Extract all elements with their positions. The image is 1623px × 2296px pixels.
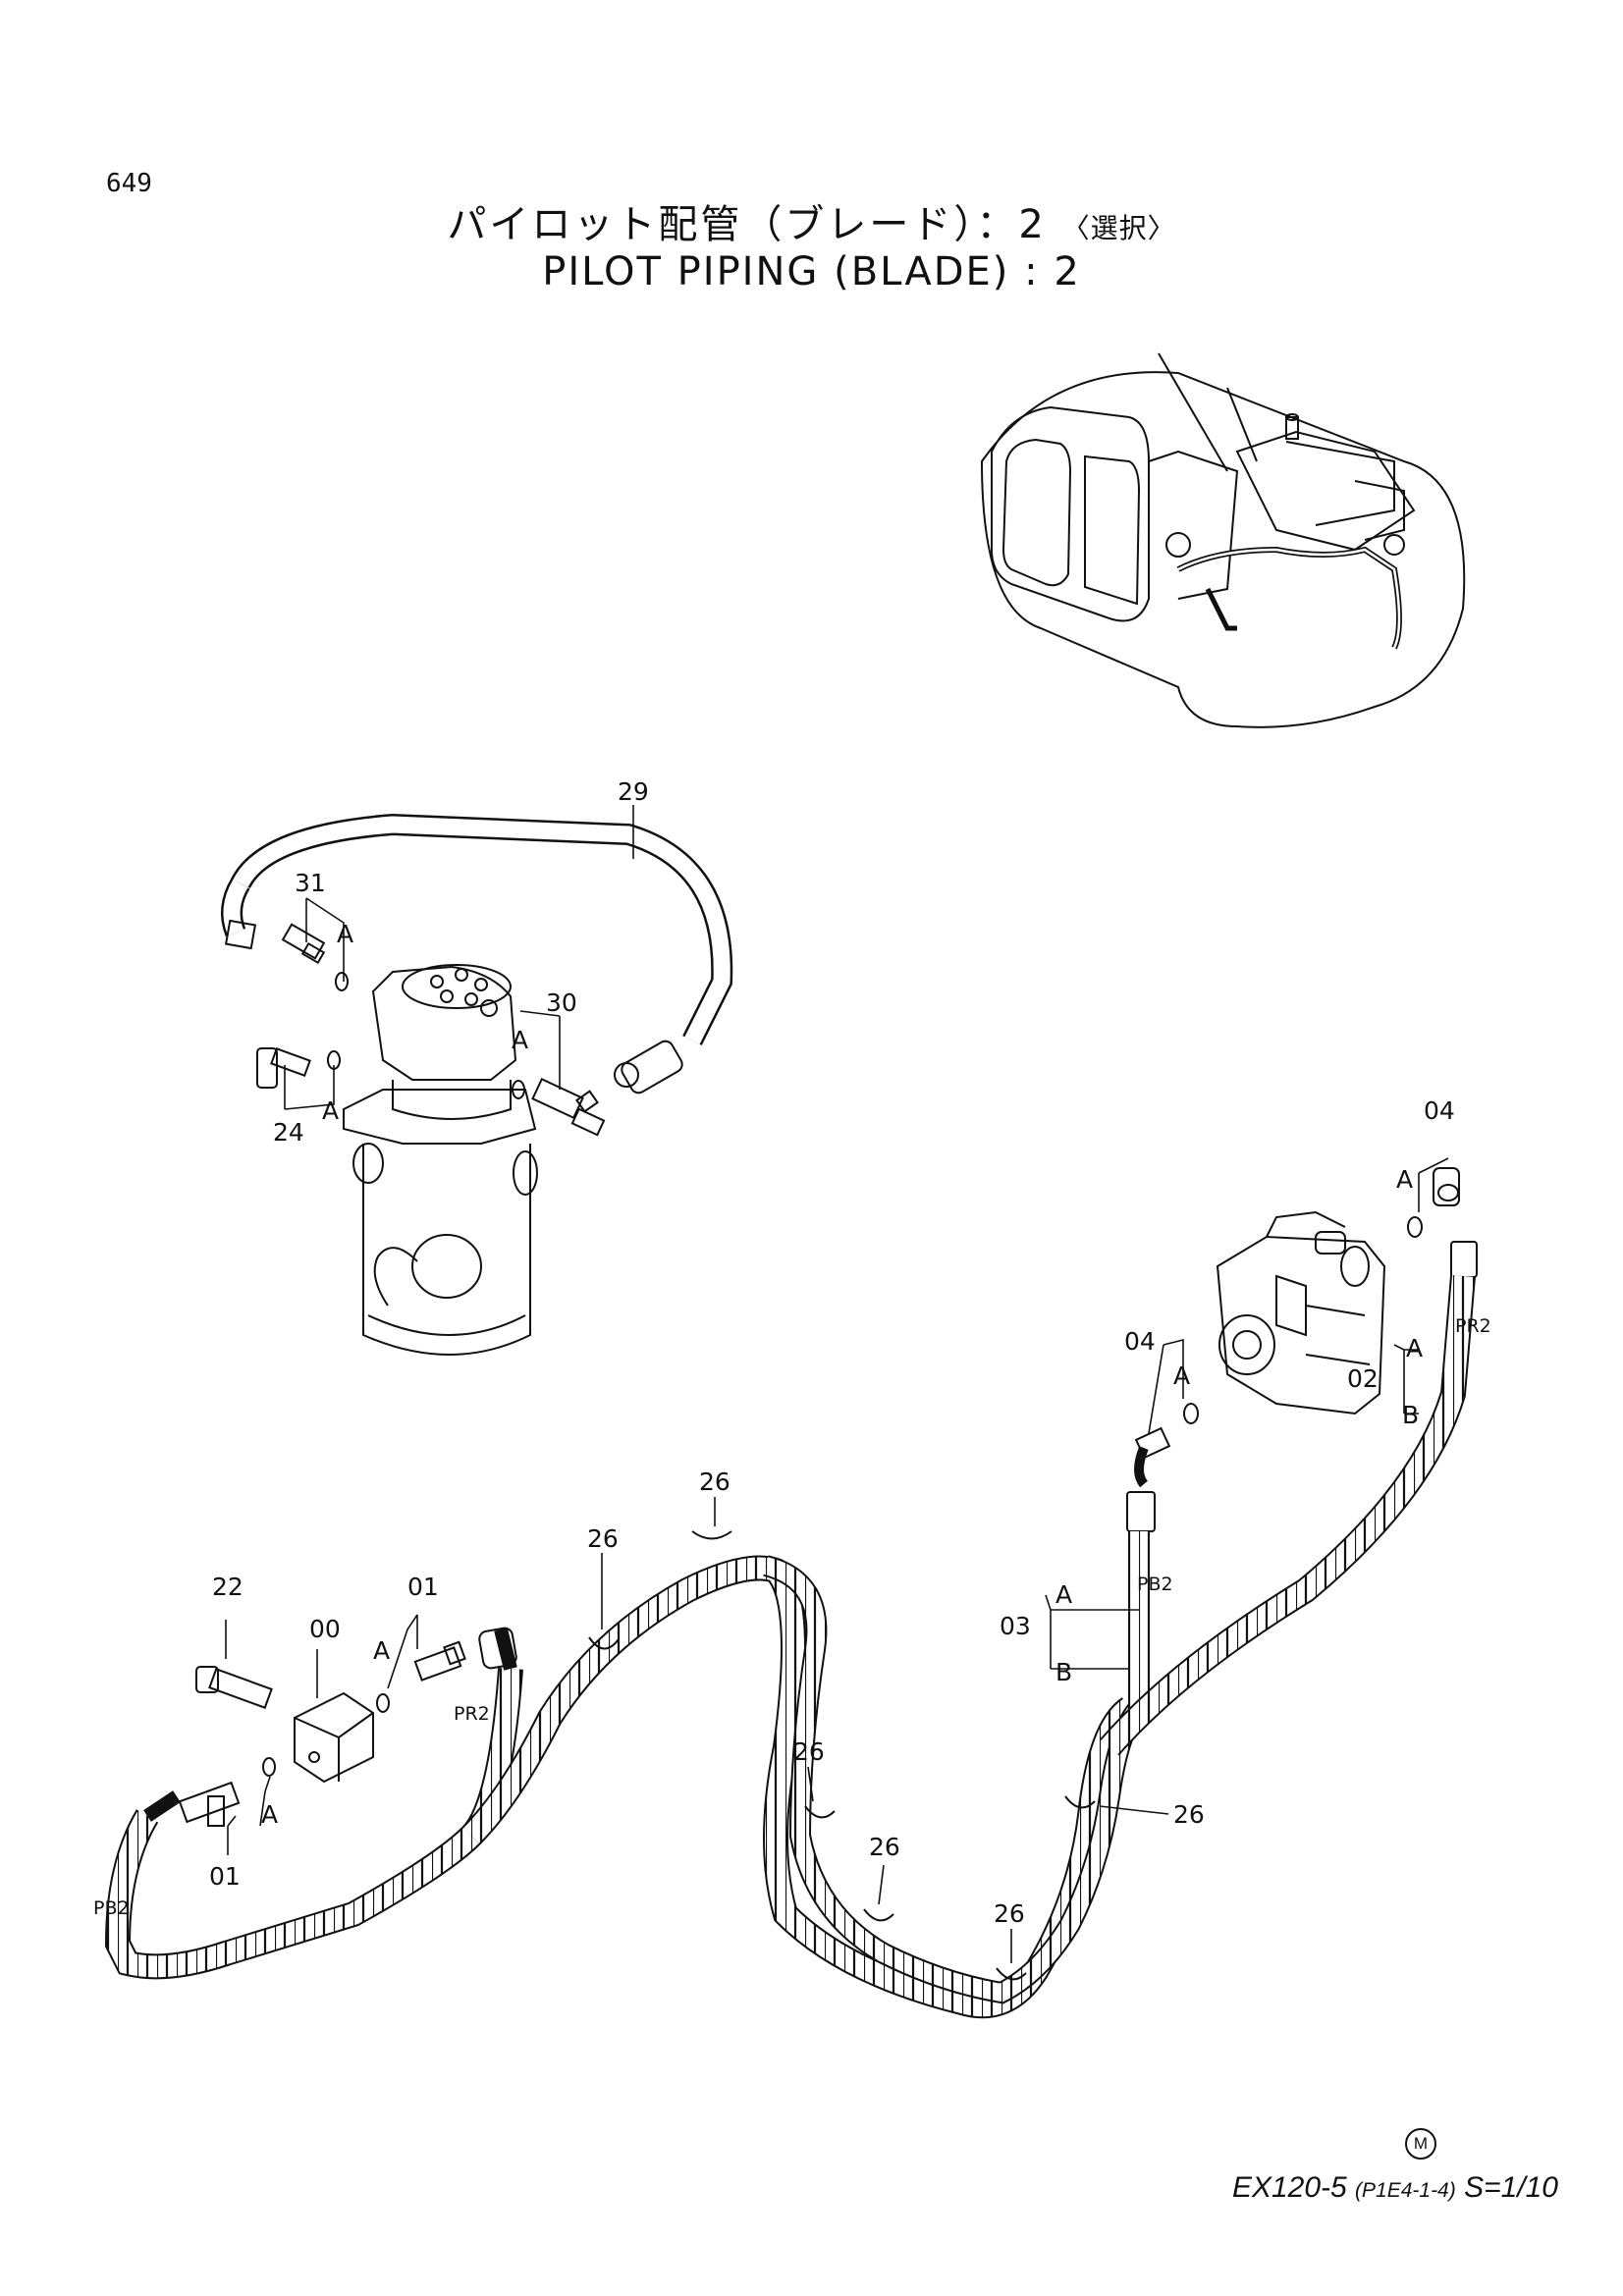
pilot-hoses (104, 1274, 1476, 2019)
callout-26-bottom: 26 (994, 1899, 1025, 1928)
footer-drawing-code: (P1E4-1-4) (1355, 2179, 1456, 2202)
callout-pr2-left: PR2 (454, 1703, 490, 1725)
footer-model: EX120-5 (1231, 2171, 1347, 2204)
title-jp-text: パイロット配管（ブレード）：2 (447, 202, 1047, 247)
title-japanese: パイロット配管（ブレード）：2 〈選択〉 (0, 192, 1623, 249)
hose-clamps (588, 1530, 1096, 1981)
callout-labels: 29 31 A 30 A A 24 04 A PR2 04 A 02 A B 2… (93, 777, 1491, 1928)
callout-26-middle: 26 (793, 1737, 825, 1766)
control-valve-assembly (1126, 1167, 1478, 1532)
footer-m-mark: M (1405, 2128, 1436, 2160)
page-number: 649 (106, 169, 152, 198)
callout-26-top: 26 (699, 1468, 730, 1496)
callout-03: 03 (1000, 1612, 1031, 1640)
callout-a-24: A (322, 1096, 339, 1125)
title-jp-tag: 〈選択〉 (1061, 212, 1176, 244)
callout-26-right: 26 (1173, 1800, 1205, 1829)
callout-04-mid: 04 (1124, 1327, 1156, 1356)
callout-00: 00 (309, 1615, 341, 1643)
callout-a-01-top: A (373, 1636, 390, 1665)
title-english: PILOT PIPING (BLADE) : 2 (542, 249, 1081, 294)
excavator-overview (980, 352, 1466, 728)
callout-a-31: A (337, 920, 353, 948)
callout-b-02: B (1402, 1401, 1419, 1429)
callout-30: 30 (546, 988, 577, 1017)
callout-b-03: B (1055, 1658, 1072, 1686)
callout-04-top: 04 (1424, 1096, 1455, 1125)
callout-01-top: 01 (407, 1573, 439, 1601)
callout-pb2-right: PB2 (1137, 1574, 1173, 1595)
callout-29: 29 (618, 777, 649, 806)
callout-31: 31 (295, 869, 326, 897)
callout-a-03: A (1055, 1580, 1072, 1609)
leader-lines (225, 805, 1449, 1963)
callout-a-04-mid: A (1173, 1362, 1190, 1390)
shuttle-block-assembly (178, 1627, 517, 1827)
callout-24: 24 (273, 1118, 304, 1147)
callout-26-upper: 26 (587, 1524, 619, 1553)
callout-a-02: A (1406, 1334, 1423, 1362)
callout-a-01-bottom: A (261, 1800, 278, 1829)
footer-model-line: EX120-5 (P1E4-1-4) S=1/10 (1232, 2171, 1558, 2205)
callout-a-04-top: A (1396, 1165, 1413, 1194)
callout-02: 02 (1347, 1364, 1379, 1393)
footer-scale: S=1/10 (1464, 2171, 1558, 2204)
callout-pr2-valve: PR2 (1455, 1315, 1491, 1337)
center-joint-assembly (221, 813, 733, 1356)
callout-pb2-left: PB2 (93, 1897, 130, 1919)
callout-26-lower: 26 (869, 1833, 900, 1861)
callout-01-bottom: 01 (209, 1862, 241, 1891)
callout-22: 22 (212, 1573, 243, 1601)
callout-a-30: A (512, 1026, 528, 1054)
